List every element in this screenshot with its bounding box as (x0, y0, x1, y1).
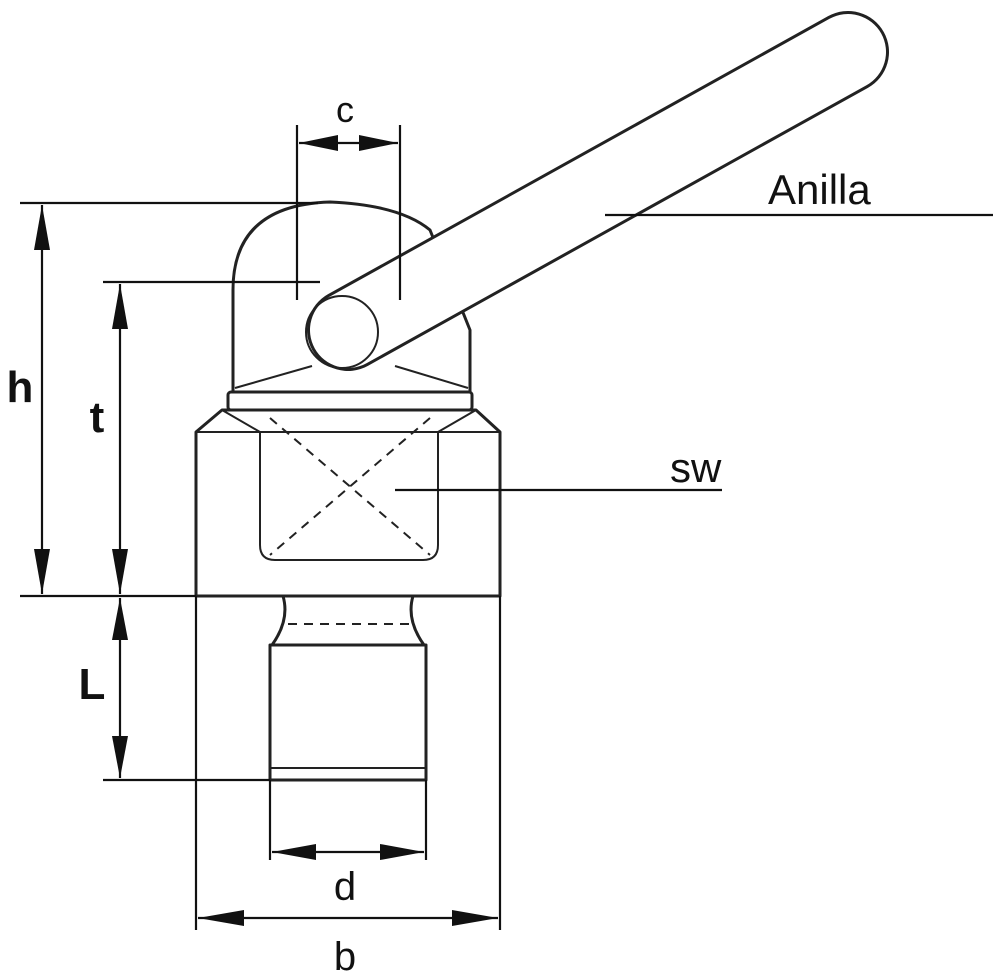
label-anilla: Anilla (768, 166, 871, 213)
dim-b-arrow-right (452, 910, 498, 926)
shank-neck (270, 594, 426, 647)
label-h: h (7, 363, 34, 412)
dim-L-arrow-bottom (112, 736, 128, 778)
dim-t-arrow-top (112, 284, 128, 329)
hex-base (194, 408, 502, 598)
dim-L-arrow-top (112, 598, 128, 640)
label-t: t (90, 393, 105, 442)
washer-ring (226, 390, 474, 412)
labels: c h t L d b sw Anilla (7, 89, 872, 978)
label-sw: sw (670, 444, 722, 491)
dim-c-arrow-left (299, 135, 338, 151)
dim-b-arrow-left (198, 910, 244, 926)
dimension-b (198, 910, 498, 926)
dimension-h (34, 205, 50, 594)
socket-diagonal-2 (269, 417, 431, 556)
dim-d-arrow-left (272, 844, 316, 860)
hex-chamfer-left (221, 409, 261, 433)
dim-d-arrow-right (380, 844, 424, 860)
dimension-d (272, 844, 424, 860)
head-facet-right (394, 365, 469, 389)
dim-h-arrow-bottom (34, 549, 50, 594)
label-c: c (336, 89, 354, 130)
dimension-L (112, 598, 128, 778)
leader-lines (395, 213, 993, 492)
dim-t-arrow-bottom (112, 549, 128, 594)
hex-socket (259, 432, 439, 561)
threaded-shank (268, 643, 428, 782)
label-d: d (334, 865, 356, 909)
dimension-t (112, 284, 128, 594)
dimension-c (299, 135, 398, 151)
head-facet-left (234, 365, 313, 389)
label-b: b (334, 935, 356, 978)
lifting-ring (305, 11, 889, 371)
dim-c-arrow-right (359, 135, 398, 151)
label-L: L (79, 660, 106, 709)
ring-bar-fill (310, 14, 886, 368)
ring-pivot-circle (305, 295, 379, 369)
extension-lines (20, 125, 502, 930)
socket-diagonal-1 (269, 417, 431, 556)
dim-h-arrow-top (34, 205, 50, 250)
hex-chamfer-right (437, 409, 477, 433)
